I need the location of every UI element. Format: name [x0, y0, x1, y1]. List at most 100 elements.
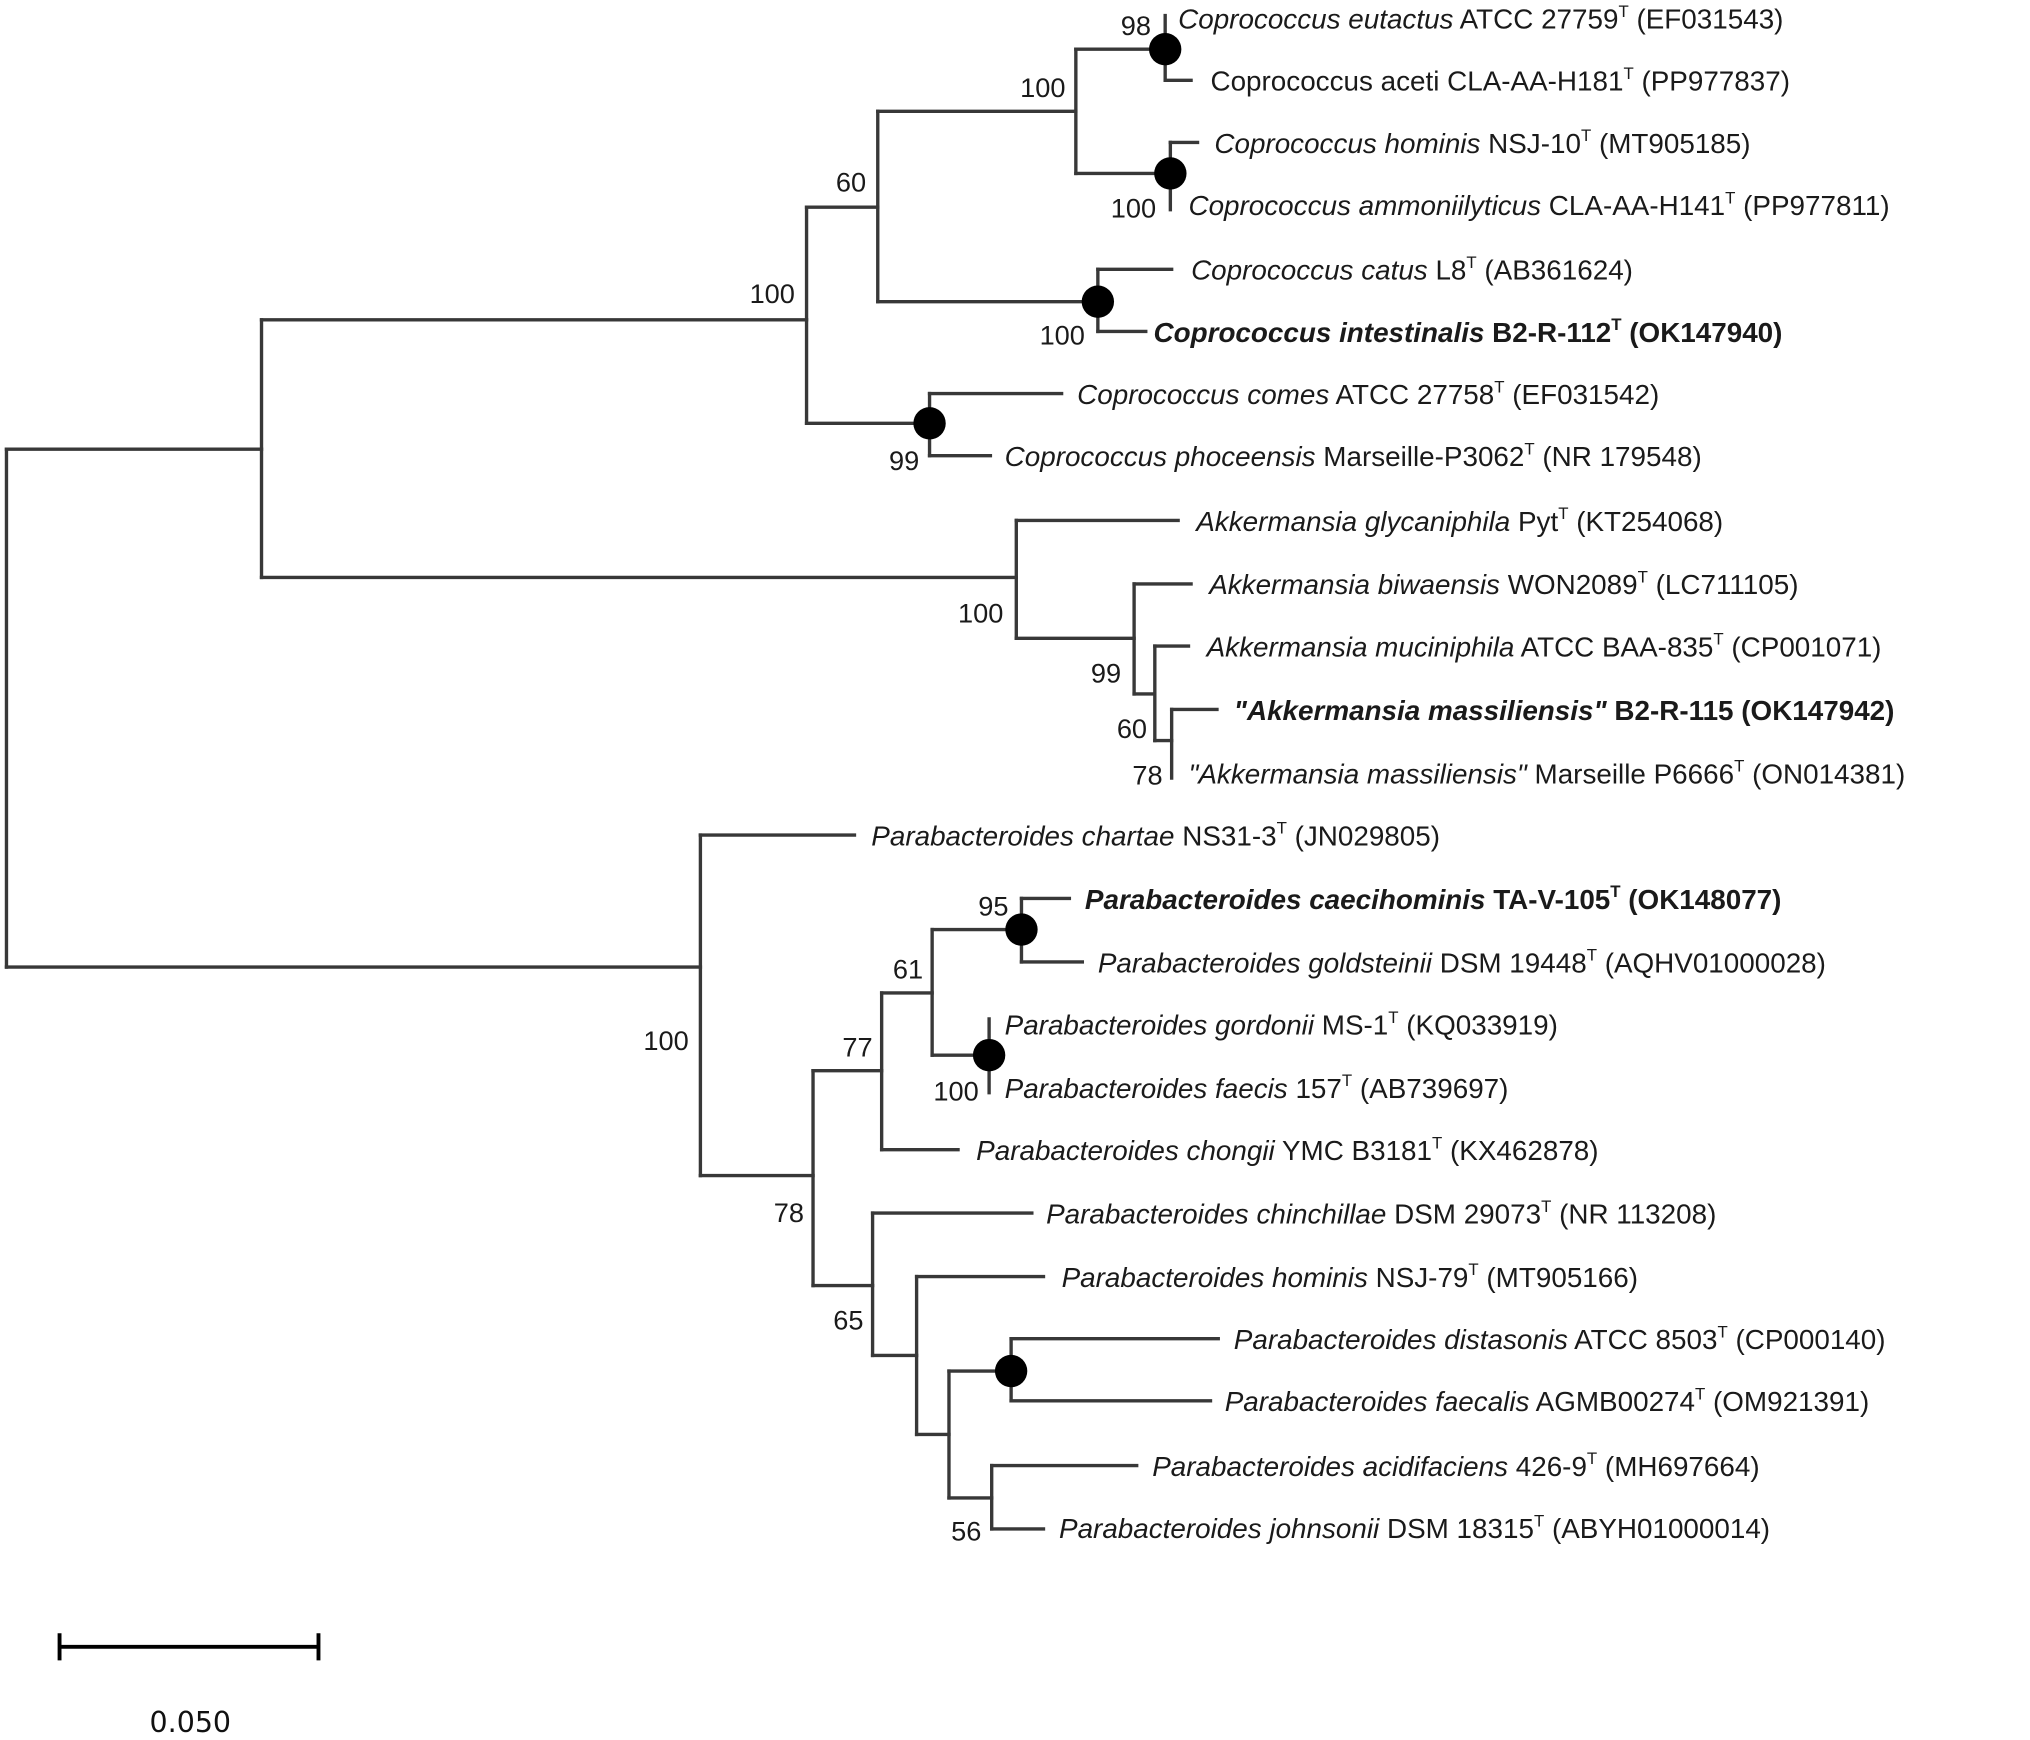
taxon-strain: ATCC 8503: [1568, 1324, 1718, 1355]
type-strain-mark: T: [1432, 1133, 1442, 1152]
taxon-label: Coprococcus aceti CLA-AA-H181T (PP977837…: [1210, 64, 1790, 97]
taxon-strain: CLA-AA-H141: [1541, 190, 1725, 221]
taxon-species-name: Parabacteroides chartae: [871, 820, 1174, 851]
type-strain-mark: T: [1713, 630, 1723, 649]
type-strain-mark: T: [1734, 757, 1744, 776]
taxon-strain: Coprococcus aceti CLA-AA-H181: [1210, 66, 1623, 97]
bootstrap-value: 98: [1121, 10, 1151, 41]
taxon-species-name: Parabacteroides goldsteinii: [1098, 947, 1433, 978]
taxon-accession: (JN029805): [1287, 820, 1440, 851]
taxon-species-name: Coprococcus eutactus: [1178, 3, 1453, 34]
taxon-species-name: Parabacteroides gordonii: [1005, 1009, 1315, 1040]
taxon-accession: (CP000140): [1728, 1324, 1886, 1355]
taxon-strain: ATCC 27758: [1329, 379, 1494, 410]
taxon-label: Coprococcus hominis NSJ-10T (MT905185): [1214, 126, 1750, 159]
taxon-accession: (NR 113208): [1551, 1198, 1716, 1229]
taxon-strain: 157: [1288, 1073, 1342, 1104]
taxon-accession: (OK147940): [1622, 317, 1783, 348]
taxon-strain: NSJ-79: [1368, 1262, 1469, 1293]
taxon-strain: B2-R-112: [1484, 317, 1611, 348]
taxon-label: Coprococcus eutactus ATCC 27759T (EF0315…: [1178, 2, 1783, 35]
node-marker-icon: [1148, 33, 1182, 66]
taxon-strain: YMC B3181: [1275, 1135, 1432, 1166]
taxon-label: Coprococcus ammoniilyticus CLA-AA-H141T …: [1188, 188, 1889, 221]
taxon-species-name: Akkermansia biwaensis: [1207, 569, 1500, 600]
taxon-species-name: Parabacteroides chinchillae: [1046, 1198, 1386, 1229]
taxon-species-name: Coprococcus catus: [1191, 255, 1428, 286]
taxon-species-name: "Akkermansia massiliensis": [1188, 758, 1527, 789]
taxon-label: Akkermansia muciniphila ATCC BAA-835T (C…: [1205, 630, 1882, 663]
taxon-accession: (KX462878): [1442, 1135, 1598, 1166]
taxon-species-name: Coprococcus ammoniilyticus: [1188, 190, 1541, 221]
bootstrap-value: 60: [836, 167, 866, 198]
taxon-species-name: Coprococcus comes: [1077, 379, 1329, 410]
taxon-strain: WON2089: [1500, 569, 1638, 600]
bootstrap-value: 100: [958, 598, 1003, 629]
taxon-label: Parabacteroides hominis NSJ-79T (MT90516…: [1062, 1260, 1638, 1293]
type-strain-mark: T: [1638, 568, 1648, 587]
bootstrap-value: 99: [1091, 657, 1121, 688]
bootstrap-value: 99: [889, 445, 919, 476]
taxon-species-name: Coprococcus hominis: [1214, 128, 1480, 159]
taxon-strain: DSM 29073: [1386, 1198, 1541, 1229]
type-strain-mark: T: [1494, 377, 1504, 396]
taxon-label: Coprococcus intestinalis B2-R-112T (OK14…: [1154, 315, 1783, 348]
taxon-accession: (OM921391): [1705, 1386, 1869, 1417]
taxon-strain: MS-1: [1314, 1009, 1388, 1040]
type-strain-mark: T: [1558, 504, 1568, 523]
taxon-species-name: "Akkermansia massiliensis": [1234, 695, 1608, 726]
taxon-strain: DSM 19448: [1432, 947, 1587, 978]
taxon-accession: (CP001071): [1724, 631, 1882, 662]
bootstrap-value: 61: [893, 954, 923, 985]
type-strain-mark: T: [1524, 439, 1534, 458]
taxon-accession: (OK148077): [1621, 884, 1782, 915]
node-marker-icon: [1154, 157, 1187, 190]
bootstrap-value: 77: [842, 1031, 872, 1062]
node-marker-icon: [913, 407, 946, 440]
taxon-species-name: Akkermansia glycaniphila: [1194, 506, 1510, 537]
taxon-accession: (EF031542): [1505, 379, 1660, 410]
taxon-label: Parabacteroides chongii YMC B3181T (KX46…: [976, 1133, 1598, 1166]
taxon-accession: (LC711105): [1648, 569, 1799, 600]
taxon-species-name: Coprococcus intestinalis: [1154, 317, 1485, 348]
taxon-species-name: Akkermansia muciniphila: [1205, 631, 1515, 662]
taxon-label: Parabacteroides chinchillae DSM 29073T (…: [1046, 1197, 1716, 1230]
taxon-strain: Marseille-P3062: [1316, 441, 1525, 472]
scale-bar-line: [57, 1633, 321, 1661]
taxon-strain: NSJ-10: [1480, 128, 1581, 159]
taxon-label: Akkermansia glycaniphila PytT (KT254068): [1194, 504, 1723, 537]
taxon-species-name: Parabacteroides distasonis: [1234, 1324, 1568, 1355]
type-strain-mark: T: [1623, 64, 1633, 83]
taxon-label: Parabacteroides faecalis AGMB00274T (OM9…: [1225, 1385, 1870, 1418]
type-strain-mark: T: [1534, 1511, 1544, 1530]
taxon-accession: (ON014381): [1744, 758, 1905, 789]
taxon-strain: Pyt: [1510, 506, 1558, 537]
taxon-accession: (OK147942): [1734, 695, 1895, 726]
type-strain-mark: T: [1618, 2, 1628, 21]
taxon-accession: (MT905166): [1479, 1262, 1638, 1293]
bootstrap-value: 100: [1111, 193, 1156, 224]
taxon-label: Parabacteroides gordonii MS-1T (KQ033919…: [1005, 1008, 1558, 1041]
type-strain-mark: T: [1581, 126, 1591, 145]
taxon-label: Parabacteroides johnsonii DSM 18315T (AB…: [1059, 1511, 1770, 1544]
taxon-accession: (MH697664): [1597, 1451, 1759, 1482]
taxon-species-name: Parabacteroides johnsonii: [1059, 1513, 1380, 1544]
bootstrap-value: 78: [1132, 760, 1162, 791]
taxon-accession: (EF031543): [1629, 3, 1784, 34]
taxon-species-name: Parabacteroides caecihominis: [1085, 884, 1486, 915]
taxon-strain: 426-9: [1508, 1451, 1587, 1482]
taxon-label: Coprococcus catus L8T (AB361624): [1191, 253, 1633, 286]
type-strain-mark: T: [1725, 188, 1735, 207]
taxon-label: Parabacteroides caecihominis TA-V-105T (…: [1085, 882, 1782, 915]
taxon-strain: B2-R-115: [1607, 695, 1734, 726]
type-strain-mark: T: [1277, 819, 1287, 838]
taxon-label: Parabacteroides goldsteinii DSM 19448T (…: [1098, 946, 1826, 979]
node-marker-icon: [1081, 285, 1115, 318]
scale-bar: 0.050: [57, 1633, 321, 1739]
bootstrap-value: 95: [978, 890, 1008, 921]
node-marker-icon: [972, 1038, 1006, 1072]
taxon-accession: (NR 179548): [1535, 441, 1702, 472]
taxon-strain: TA-V-105: [1486, 884, 1611, 915]
taxon-species-name: Parabacteroides hominis: [1062, 1262, 1368, 1293]
taxon-species-name: Parabacteroides chongii: [976, 1135, 1275, 1166]
